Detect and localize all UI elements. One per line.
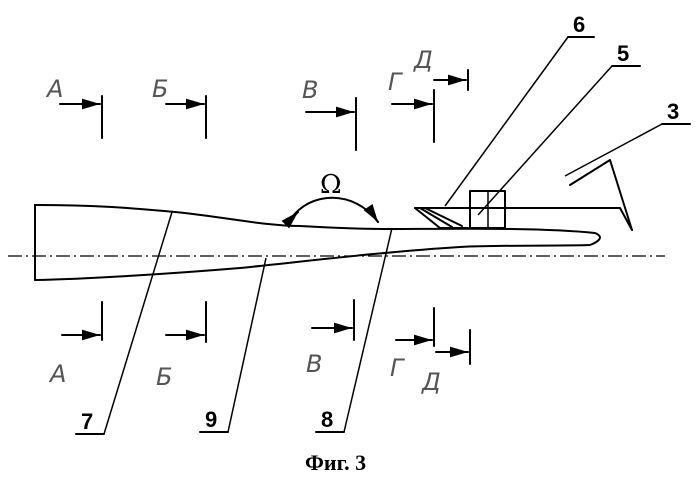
section-label-bottom-d: Д [421, 368, 441, 396]
callout-3: 3 [667, 99, 679, 124]
section-label-bottom-v: В [306, 350, 322, 378]
section-label-bottom-b: Б [156, 363, 172, 391]
section-label-top-d: Д [413, 46, 433, 74]
angle-omega: Ω [281, 170, 379, 229]
callout-9: 9 [205, 407, 217, 432]
callout-6: 6 [573, 12, 585, 37]
body-outline [8, 204, 665, 281]
section-label-top-a: А [45, 75, 63, 103]
mechanism-5-6 [414, 190, 506, 229]
callout-8: 8 [321, 407, 333, 432]
callout-5: 5 [617, 41, 629, 66]
section-label-bottom-g: Г [390, 354, 405, 382]
section-label-top-v: В [302, 76, 318, 104]
callout-7: 7 [81, 409, 93, 434]
section-markers-top: А Б В Г Д [45, 46, 469, 151]
section-label-top-g: Г [388, 68, 403, 96]
section-label-top-b: Б [152, 75, 168, 103]
omega-symbol: Ω [320, 170, 342, 200]
leader-lines [75, 36, 691, 435]
figure-caption: Фиг. 3 [305, 450, 366, 475]
section-label-bottom-a: А [48, 360, 66, 388]
section-markers-bottom: А Б В Г Д [48, 299, 471, 396]
